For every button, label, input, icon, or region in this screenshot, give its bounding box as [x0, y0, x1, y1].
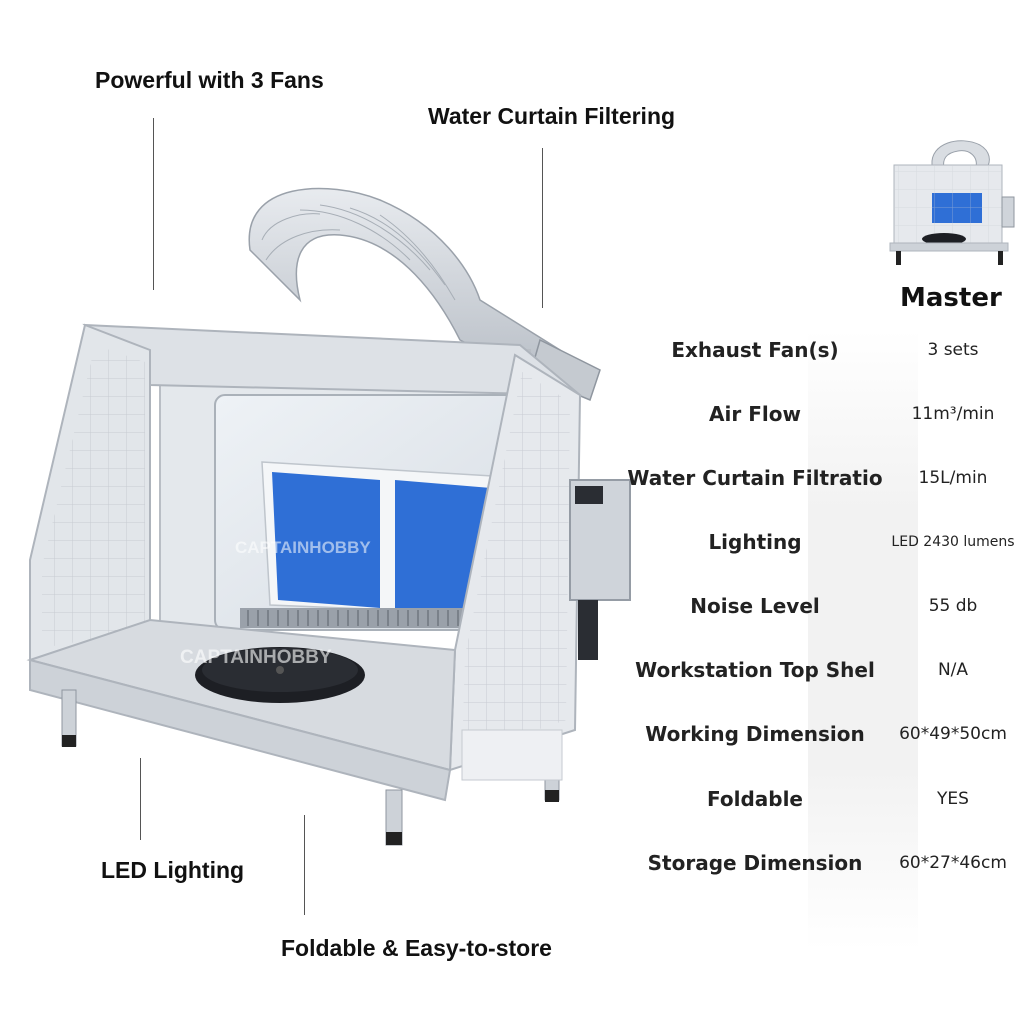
leader-line-fans	[153, 118, 154, 290]
spec-label: Workstation Top Shel	[635, 658, 875, 682]
leader-line-water	[542, 148, 543, 308]
spec-row: Exhaust Fan(s) 3 sets	[610, 330, 1024, 370]
spec-row: Storage Dimension 60*27*46cm	[610, 843, 1024, 883]
booth-base-edge	[29, 658, 452, 802]
spec-label: Working Dimension	[645, 722, 865, 746]
booth-thumbnail	[889, 140, 1015, 265]
leader-line-foldable	[304, 815, 305, 915]
spec-value: 60*49*50cm	[899, 724, 1007, 744]
spec-label: Water Curtain Filtratio	[627, 466, 883, 490]
callout-fans: Powerful with 3 Fans	[95, 67, 324, 93]
spec-label: Exhaust Fan(s)	[671, 338, 839, 362]
leader-line-led	[140, 758, 141, 840]
spec-value: 55 db	[928, 596, 978, 616]
spec-value: 60*27*46cm	[899, 853, 1007, 873]
spec-value: LED 2430 lumens	[891, 534, 1015, 550]
bottom-vent	[240, 608, 520, 628]
side-panel-folded	[461, 729, 563, 781]
callout-led-lighting: LED Lighting	[101, 857, 245, 883]
watermark-text: CAPTAINHOBBY	[235, 538, 371, 557]
spec-row: Water Curtain Filtratio 15L/min	[610, 458, 1024, 498]
spec-row: Foldable YES	[610, 779, 1024, 819]
callout-water-curtain: Water Curtain Filtering	[428, 103, 676, 129]
spec-value: 11m³/min	[911, 404, 995, 424]
spec-value: 3 sets	[927, 340, 979, 360]
spec-row: Lighting LED 2430 lumens	[610, 522, 1024, 562]
spec-row: Noise Level 55 db	[610, 586, 1024, 626]
spec-value: 15L/min	[918, 468, 988, 488]
spray-booth-illustration: CAPTAINHOBBY CAPTAINHOBBY	[26, 187, 631, 846]
spec-label: Storage Dimension	[647, 851, 863, 875]
spec-row: Air Flow 11m³/min	[610, 394, 1024, 434]
spec-label: Foldable	[707, 787, 803, 811]
watermark-text: CAPTAINHOBBY	[180, 647, 332, 668]
spec-background	[808, 330, 918, 950]
exhaust-hose	[248, 187, 601, 402]
spec-label: Lighting	[708, 530, 802, 554]
spec-value: N/A	[937, 660, 969, 680]
spec-row: Working Dimension 60*49*50cm	[610, 714, 1024, 754]
fan-box	[569, 479, 631, 660]
spec-model-title: Master	[900, 283, 1002, 313]
spec-value: YES	[937, 789, 969, 809]
spec-row: Workstation Top Shel N/A	[610, 650, 1024, 690]
spec-label: Air Flow	[709, 402, 801, 426]
spec-label: Noise Level	[690, 594, 820, 618]
callout-foldable: Foldable & Easy-to-store	[281, 935, 552, 961]
